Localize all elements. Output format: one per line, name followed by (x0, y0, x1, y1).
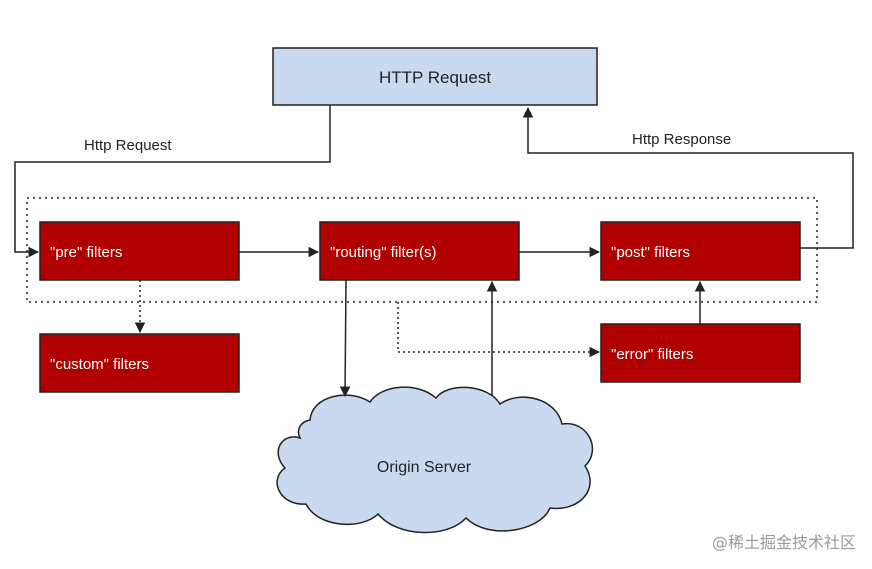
routing-filters-label: "routing" filter(s) (330, 244, 437, 261)
watermark: @稀土掘金技术社区 (711, 533, 856, 552)
routing-filters-node: "routing" filter(s) (319, 221, 520, 281)
custom-filters-label: "custom" filters (50, 356, 149, 373)
post-filters-node: "post" filters (600, 221, 801, 281)
pre-filters-label: "pre" filters (50, 244, 122, 261)
pre-filters-node: "pre" filters (39, 221, 240, 281)
edge-request-to-pre (14, 105, 331, 258)
post-filters-label: "post" filters (611, 244, 690, 261)
http-request-node: HTTP Request (272, 47, 598, 106)
http-request-label: HTTP Request (379, 68, 491, 87)
edge-post-to-response (522, 106, 854, 249)
custom-filters-node: "custom" filters (39, 333, 240, 393)
http-response-edge-label: Http Response (632, 131, 731, 148)
http-request-edge-label: Http Request (84, 137, 172, 154)
error-filters-label: "error" filters (611, 346, 693, 363)
origin-server-cloud: Origin Server (276, 386, 594, 534)
filter-container (26, 197, 818, 303)
error-filters-node: "error" filters (600, 323, 801, 383)
edge-routing-to-error (397, 302, 601, 358)
edge-routing-to-origin (339, 279, 351, 398)
origin-server-label: Origin Server (377, 459, 472, 476)
